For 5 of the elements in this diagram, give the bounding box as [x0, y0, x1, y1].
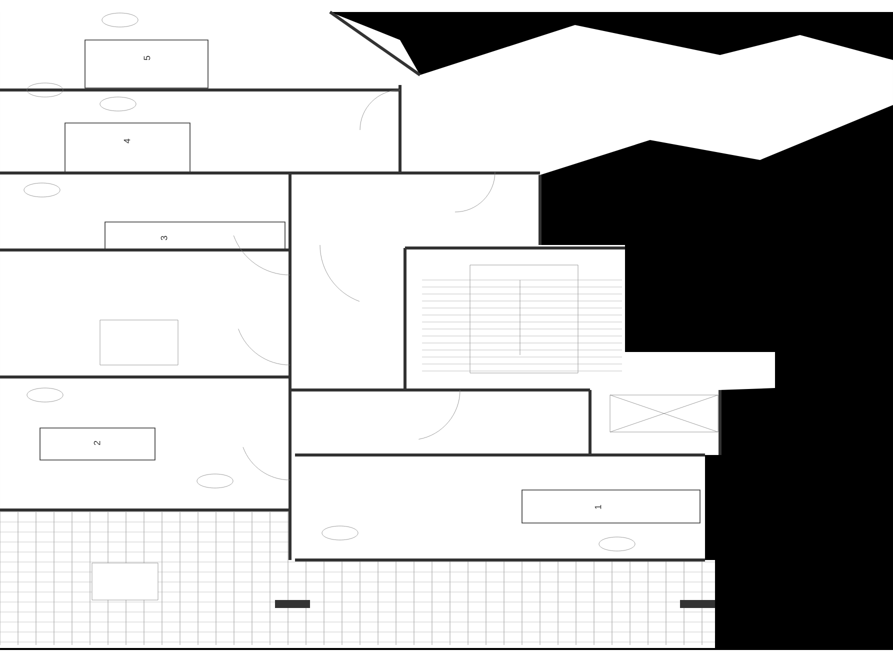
room-number: 3 — [160, 236, 168, 240]
room-number: 5 — [144, 56, 150, 60]
room-number: 4 — [124, 138, 130, 144]
room-number: 1 — [594, 504, 602, 509]
room-number: 2 — [94, 440, 100, 446]
